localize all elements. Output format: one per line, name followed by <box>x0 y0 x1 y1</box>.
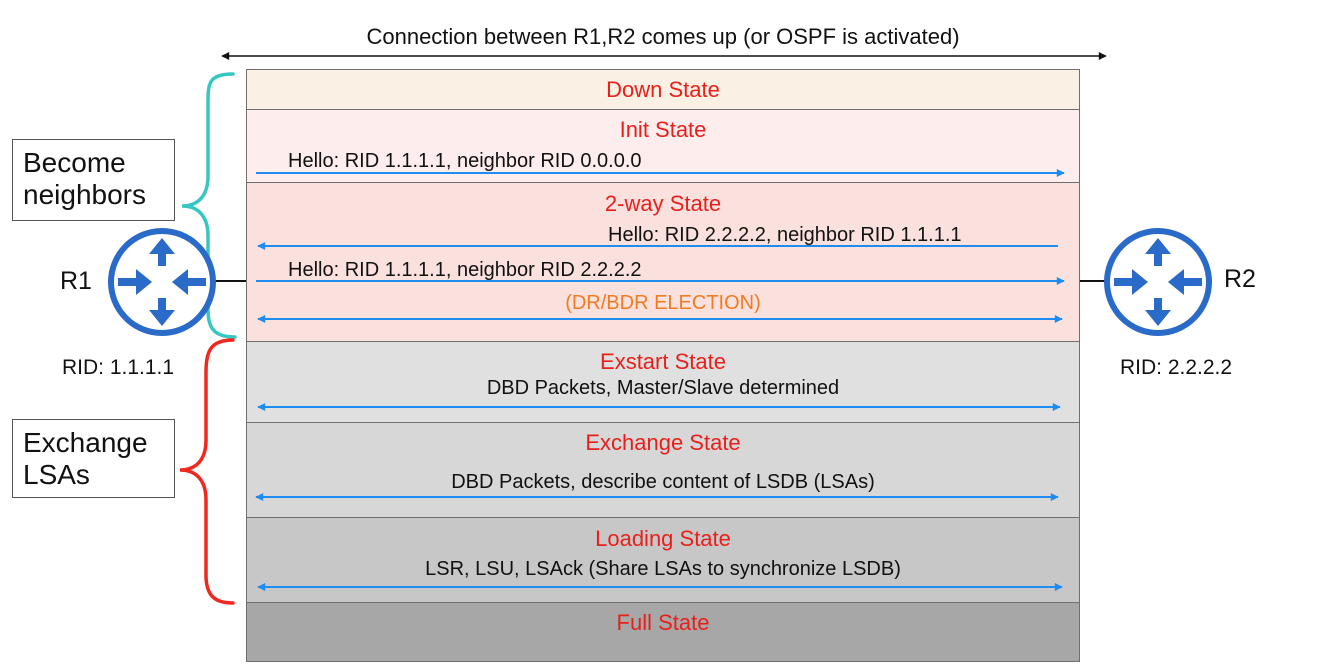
two-way-hello-r1-message: Hello: RID 1.1.1.1, neighbor RID 2.2.2.2 <box>288 259 642 281</box>
header-caption: Connection between R1,R2 comes up (or OS… <box>366 24 960 49</box>
dr-bdr-election-message: (DR/BDR ELECTION) <box>565 292 761 314</box>
become-neighbors-box: Become neighbors <box>12 139 175 221</box>
r1-router-icon <box>108 228 216 336</box>
lsas-brace <box>179 338 235 605</box>
r1-rid: RID: 1.1.1.1 <box>62 356 175 379</box>
full-state-band: Full State <box>246 602 1080 662</box>
exchange-lsas-box: Exchange LSAs <box>12 419 175 498</box>
two-way-state-label: 2-way State <box>604 191 722 216</box>
r2-rid: RID: 2.2.2.2 <box>1120 356 1233 379</box>
exchange-state-label: Exchange State <box>585 430 741 455</box>
r2-router-icon <box>1104 228 1212 336</box>
down-state-band: Down State <box>246 69 1080 110</box>
init-hello-message: Hello: RID 1.1.1.1, neighbor RID 0.0.0.0 <box>288 150 642 172</box>
exchange-lsas-line2: LSAs <box>23 459 90 490</box>
r2-name: R2 <box>1224 265 1256 293</box>
init-state-label: Init State <box>619 117 707 142</box>
exstart-message: DBD Packets, Master/Slave determined <box>486 377 840 399</box>
exchange-message: DBD Packets, describe content of LSDB (L… <box>451 471 875 493</box>
become-neighbors-line2: neighbors <box>23 179 146 210</box>
become-neighbors-line1: Become <box>23 147 126 178</box>
two-way-hello-r2-message: Hello: RID 2.2.2.2, neighbor RID 1.1.1.1 <box>608 224 962 246</box>
loading-state-label: Loading State <box>595 526 731 551</box>
r1-name: R1 <box>60 267 92 295</box>
init-state-band: Init State <box>246 109 1080 183</box>
exchange-state-band: Exchange State <box>246 422 1080 518</box>
neighbors-brace <box>181 72 237 339</box>
full-state-label: Full State <box>616 610 710 635</box>
loading-message: LSR, LSU, LSAck (Share LSAs to synchroni… <box>425 558 901 580</box>
exstart-state-label: Exstart State <box>600 349 726 374</box>
down-state-label: Down State <box>606 77 720 102</box>
exchange-lsas-line1: Exchange <box>23 427 148 458</box>
